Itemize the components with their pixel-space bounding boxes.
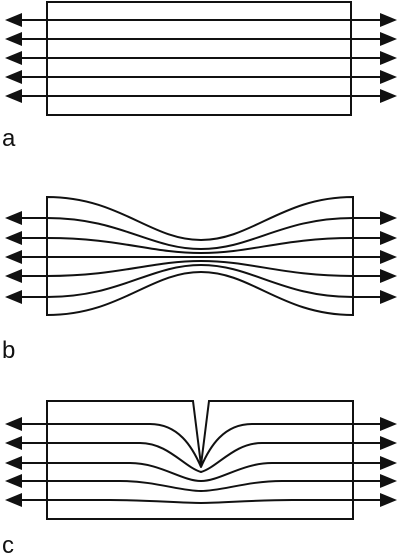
panel-a-label: a bbox=[2, 125, 16, 152]
panel-b-left-arrowhead-2 bbox=[5, 231, 22, 245]
panel-b-line-1 bbox=[17, 217, 385, 250]
panel-a-right-arrowhead-1 bbox=[380, 13, 397, 27]
panel-b-right-arrowhead-4 bbox=[380, 269, 397, 283]
panel-c-line-5 bbox=[17, 499, 385, 504]
panel-b-left-arrowheads bbox=[5, 211, 22, 304]
panel-a-right-arrowhead-5 bbox=[380, 89, 397, 103]
panel-c-right-arrowhead-3 bbox=[380, 456, 397, 470]
panel-c-force-lines bbox=[17, 423, 385, 504]
panel-c-right-arrowhead-2 bbox=[380, 436, 397, 450]
panel-b-right-arrowhead-2 bbox=[380, 231, 397, 245]
panel-a-right-arrowhead-2 bbox=[380, 32, 397, 46]
panel-c-line-2 bbox=[17, 442, 385, 473]
panel-c-left-arrowhead-1 bbox=[5, 417, 22, 431]
panel-a-right-arrowhead-4 bbox=[380, 70, 397, 84]
panel-a-left-arrowhead-4 bbox=[5, 70, 22, 84]
panel-b-left-arrowhead-4 bbox=[5, 269, 22, 283]
panel-c-line-1 bbox=[17, 423, 385, 468]
panel-c-line-4 bbox=[17, 480, 385, 492]
panel-b-line-2 bbox=[17, 237, 385, 254]
panel-b-label: b bbox=[2, 337, 15, 364]
panel-c-label: c bbox=[2, 532, 14, 559]
panel-b-right-arrowhead-3 bbox=[380, 250, 397, 264]
panel-b-right-arrowhead-5 bbox=[380, 290, 397, 304]
panel-c-line-3 bbox=[17, 462, 385, 482]
panel-c-right-arrowhead-1 bbox=[380, 417, 397, 431]
panel-b-left-arrowhead-3 bbox=[5, 250, 22, 264]
panel-c-left-arrowhead-5 bbox=[5, 493, 22, 507]
panel-c-right-arrowhead-4 bbox=[380, 474, 397, 488]
panel-a-force-lines bbox=[17, 19, 385, 97]
panel-c-right-arrowhead-5 bbox=[380, 493, 397, 507]
panel-b-line-4 bbox=[17, 260, 385, 277]
panel-a: a bbox=[2, 1, 397, 152]
panel-c-left-arrowhead-4 bbox=[5, 474, 22, 488]
panel-b-bar-outline bbox=[46, 195, 354, 317]
panel-a-left-arrowheads bbox=[5, 13, 22, 103]
panel-c-left-arrowhead-2 bbox=[5, 436, 22, 450]
panel-b: b bbox=[2, 195, 397, 364]
panel-c-bar-outline bbox=[46, 400, 354, 520]
panel-c-left-arrowhead-3 bbox=[5, 456, 22, 470]
panel-b-force-lines bbox=[17, 217, 385, 298]
panel-b-right-arrowhead-1 bbox=[380, 211, 397, 225]
panel-a-left-arrowhead-5 bbox=[5, 89, 22, 103]
panel-a-left-arrowhead-1 bbox=[5, 13, 22, 27]
panel-b-line-5 bbox=[17, 264, 385, 298]
panel-c-right-arrowheads bbox=[380, 417, 397, 507]
panel-b-right-arrowheads bbox=[380, 211, 397, 304]
panel-b-left-arrowhead-5 bbox=[5, 290, 22, 304]
panel-a-left-arrowhead-2 bbox=[5, 32, 22, 46]
panel-c-left-arrowheads bbox=[5, 417, 22, 507]
panel-b-left-arrowhead-1 bbox=[5, 211, 22, 225]
panel-a-left-arrowhead-3 bbox=[5, 51, 22, 65]
panel-a-right-arrowheads bbox=[380, 13, 397, 103]
panel-c: c bbox=[2, 400, 397, 559]
panel-a-right-arrowhead-3 bbox=[380, 51, 397, 65]
